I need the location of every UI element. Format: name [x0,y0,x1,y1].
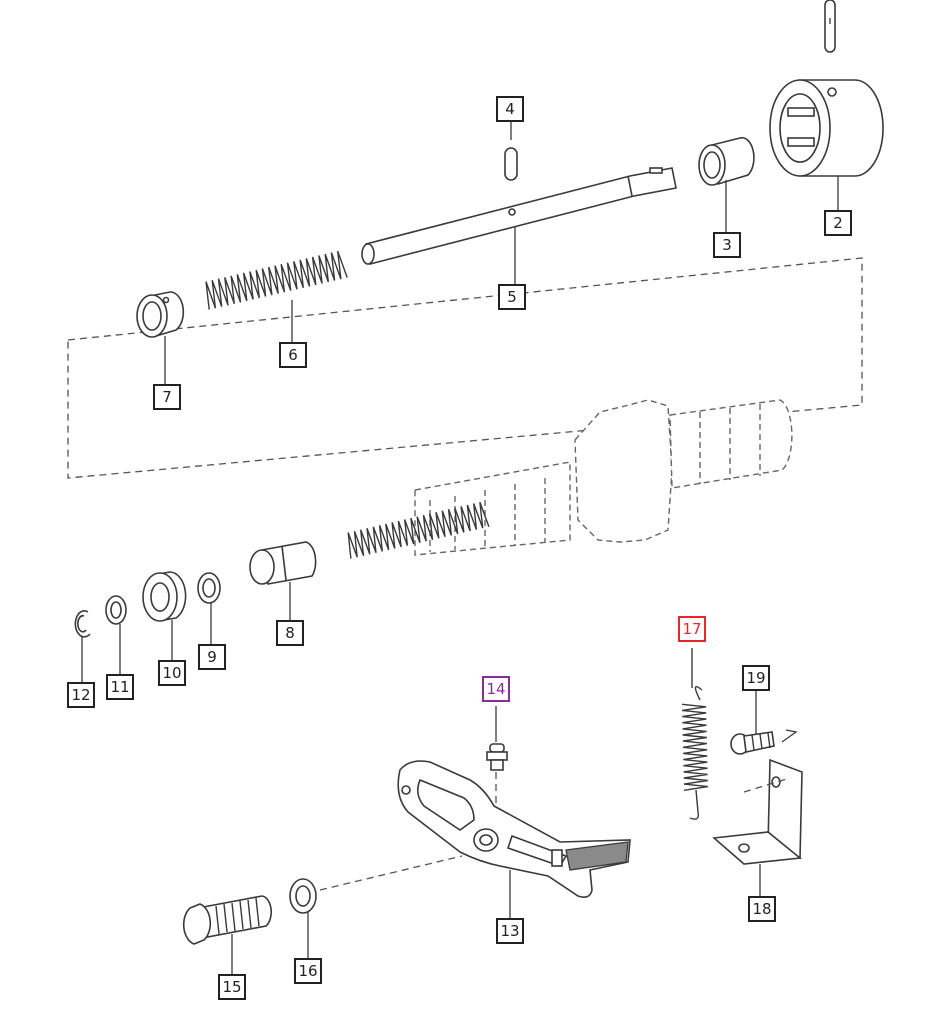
callout-8: 8 [276,620,304,646]
part-19-screw [730,690,798,755]
inner-spring [347,501,490,559]
callout-19: 19 [742,665,770,691]
callout-6: 6 [279,342,307,368]
callout-4: 4 [496,96,524,122]
callout-7: 7 [153,384,181,410]
assembly-boundary [67,257,863,479]
callout-11: 11 [106,674,134,700]
callout-10: 10 [158,660,186,686]
part-12-retaining-ring [74,610,91,682]
part-8-plunger [249,541,317,620]
callout-5: 5 [498,284,526,310]
part-4-pin [504,120,518,181]
part-17-tension-spring [681,648,709,820]
part-15-bolt [182,895,272,974]
part-6-spring [205,250,348,342]
part-2-coupling [769,79,884,210]
top-pin [824,0,836,53]
part-13-lever [397,760,631,918]
callout-14: 14 [482,676,510,702]
callout-9: 9 [198,644,226,670]
part-3-bushing [698,136,755,232]
callout-13: 13 [496,918,524,944]
callout-2: 2 [824,210,852,236]
part-10-bearing [142,571,187,660]
part-7-collar [136,291,185,384]
part-16-washer [289,855,463,958]
part-9-washer [197,572,221,644]
part-5-shaft [361,167,677,284]
gear-assembly-dashed [414,399,793,556]
callout-15: 15 [218,974,246,1000]
callout-17: 17 [678,616,706,642]
part-14-grease-nipple [486,706,508,815]
callout-18: 18 [748,896,776,922]
callout-16: 16 [294,958,322,984]
part-11-washer [105,595,127,674]
callout-3: 3 [713,232,741,258]
callout-12: 12 [67,682,95,708]
part-18-bracket [712,758,803,896]
